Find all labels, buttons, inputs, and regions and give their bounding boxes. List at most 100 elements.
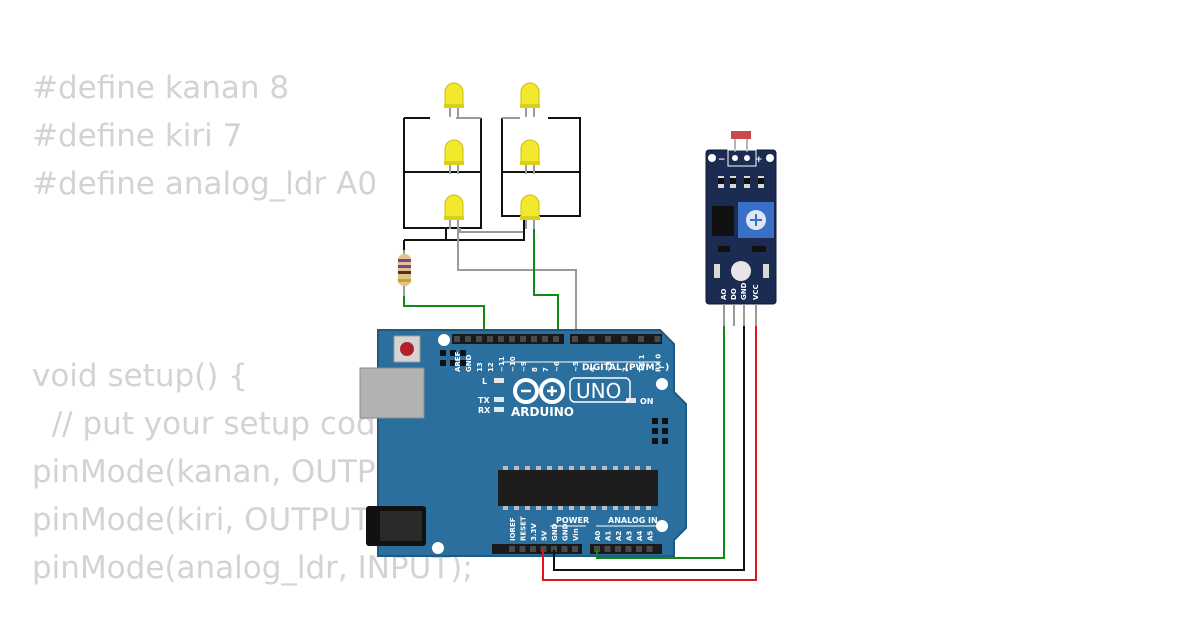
analog-pin-label: A0 [594, 531, 602, 541]
code-line: pinMode(analog_ldr, INPUT); [32, 550, 473, 586]
chip-pin [514, 466, 519, 470]
power-pin-label: IOREF [509, 517, 517, 541]
digital-pin-socket[interactable] [542, 336, 548, 342]
code-line: #define kiri 7 [32, 118, 243, 154]
digital-pin-label: ~3 [605, 361, 613, 372]
digital-pin-socket[interactable] [487, 336, 493, 342]
digital-pin-socket[interactable] [638, 336, 644, 342]
chip-pin [514, 506, 519, 510]
power-pin-socket[interactable] [519, 546, 526, 552]
digital-pin-socket[interactable] [553, 336, 559, 342]
power-pin-socket[interactable] [530, 546, 536, 552]
sensor-wiring [542, 326, 757, 581]
digital-pin-label: GND [465, 354, 473, 372]
analog-pin-socket[interactable] [594, 546, 600, 552]
digital-pin-label: 7 [542, 367, 550, 372]
digital-pin-socket[interactable] [509, 336, 515, 342]
comparator-chip [712, 206, 734, 236]
code-line: pinMode(kiri, OUTPUT [32, 502, 371, 538]
digital-pin-socket[interactable] [572, 336, 578, 342]
chip-pin [646, 506, 651, 510]
power-pin-socket[interactable] [572, 546, 578, 552]
arduino-brand: ARDUINO [511, 405, 574, 419]
analog-pin-label: A5 [647, 531, 655, 541]
chip-pin [547, 506, 552, 510]
chip-pin [635, 506, 640, 510]
analog-pin-socket[interactable] [615, 546, 621, 552]
code-line: void setup() { [32, 358, 248, 394]
digital-pin-socket[interactable] [465, 336, 471, 342]
chip-pin [635, 466, 640, 470]
digital-pin-label: ~11 [498, 356, 506, 372]
chip-pin [602, 466, 607, 470]
ldr-pin-label: VCC [752, 284, 760, 300]
potentiometer[interactable] [738, 202, 774, 238]
chip-pin [580, 506, 585, 510]
digital-pin-socket[interactable] [605, 336, 611, 342]
digital-pin-socket[interactable] [520, 336, 526, 342]
ldr-pin-label: AO [720, 289, 728, 300]
on-led-label: ON [640, 397, 654, 406]
led-2 [520, 82, 540, 117]
digital-pin-socket[interactable] [454, 336, 460, 342]
analog-pin-socket[interactable] [636, 546, 642, 552]
analog-pin-label: A3 [626, 531, 634, 541]
digital-label: DIGITAL (PWM ~) [582, 363, 669, 373]
digital-pin-socket[interactable] [654, 336, 661, 342]
digital-pin-label: AREF [454, 351, 462, 372]
analog-pin-label: A2 [615, 531, 623, 541]
power-pin-label: 3.3V [530, 523, 538, 541]
digital-pin-label: TX 1 [638, 354, 646, 372]
chip-pin [525, 466, 530, 470]
power-pin-socket[interactable] [509, 546, 515, 552]
analog-pin-label: A1 [605, 531, 613, 541]
chip-pin [646, 466, 651, 470]
resistor [398, 250, 411, 296]
chip-pin [602, 506, 607, 510]
digital-pin-label: 8 [531, 367, 539, 372]
chip-pin [613, 506, 618, 510]
analog-label: ANALOG IN [608, 516, 658, 525]
chip-pin [536, 506, 541, 510]
digital-pin-label: 4 [589, 367, 597, 372]
digital-pin-label: RX 0 [655, 354, 663, 372]
chip-pin [525, 506, 530, 510]
digital-pin-socket[interactable] [621, 336, 628, 342]
digital-pin-socket[interactable] [498, 336, 504, 342]
ldr-plus-label: + [755, 155, 763, 165]
analog-pin-socket[interactable] [625, 546, 632, 552]
digital-pin-socket[interactable] [531, 336, 537, 342]
ldr-minus-label: − [718, 155, 726, 165]
analog-pin-socket[interactable] [604, 546, 611, 552]
power-pin-label: Vin [572, 528, 580, 541]
chip-pin [569, 466, 574, 470]
ldr-pin-label: DO [730, 288, 738, 300]
power-pin-socket[interactable] [540, 546, 547, 552]
chip-pin [503, 466, 508, 470]
chip-pin [613, 466, 618, 470]
power-pin-label: GND [551, 523, 559, 541]
power-label: POWER [556, 516, 589, 525]
power-pin-socket[interactable] [561, 546, 568, 552]
atmega-chip [498, 466, 658, 510]
chip-pin [547, 466, 552, 470]
analog-pin-socket[interactable] [646, 546, 653, 552]
led-5 [444, 194, 464, 229]
digital-pin-label: 12 [487, 362, 495, 372]
led-wiring [403, 117, 581, 336]
digital-pin-socket[interactable] [476, 336, 482, 342]
arduino-infinity-logo [513, 378, 565, 404]
code-panel: #define kanan 8#define kiri 7#define ana… [32, 0, 732, 630]
chip-pin [624, 466, 629, 470]
chip-pin [558, 466, 563, 470]
digital-pin-socket[interactable] [588, 336, 595, 342]
digital-pin-label: ~10 [509, 356, 517, 372]
ldr-pin-label: GND [740, 282, 748, 300]
tx-led-label: TX [478, 396, 490, 405]
power-pin-socket[interactable] [551, 546, 557, 552]
